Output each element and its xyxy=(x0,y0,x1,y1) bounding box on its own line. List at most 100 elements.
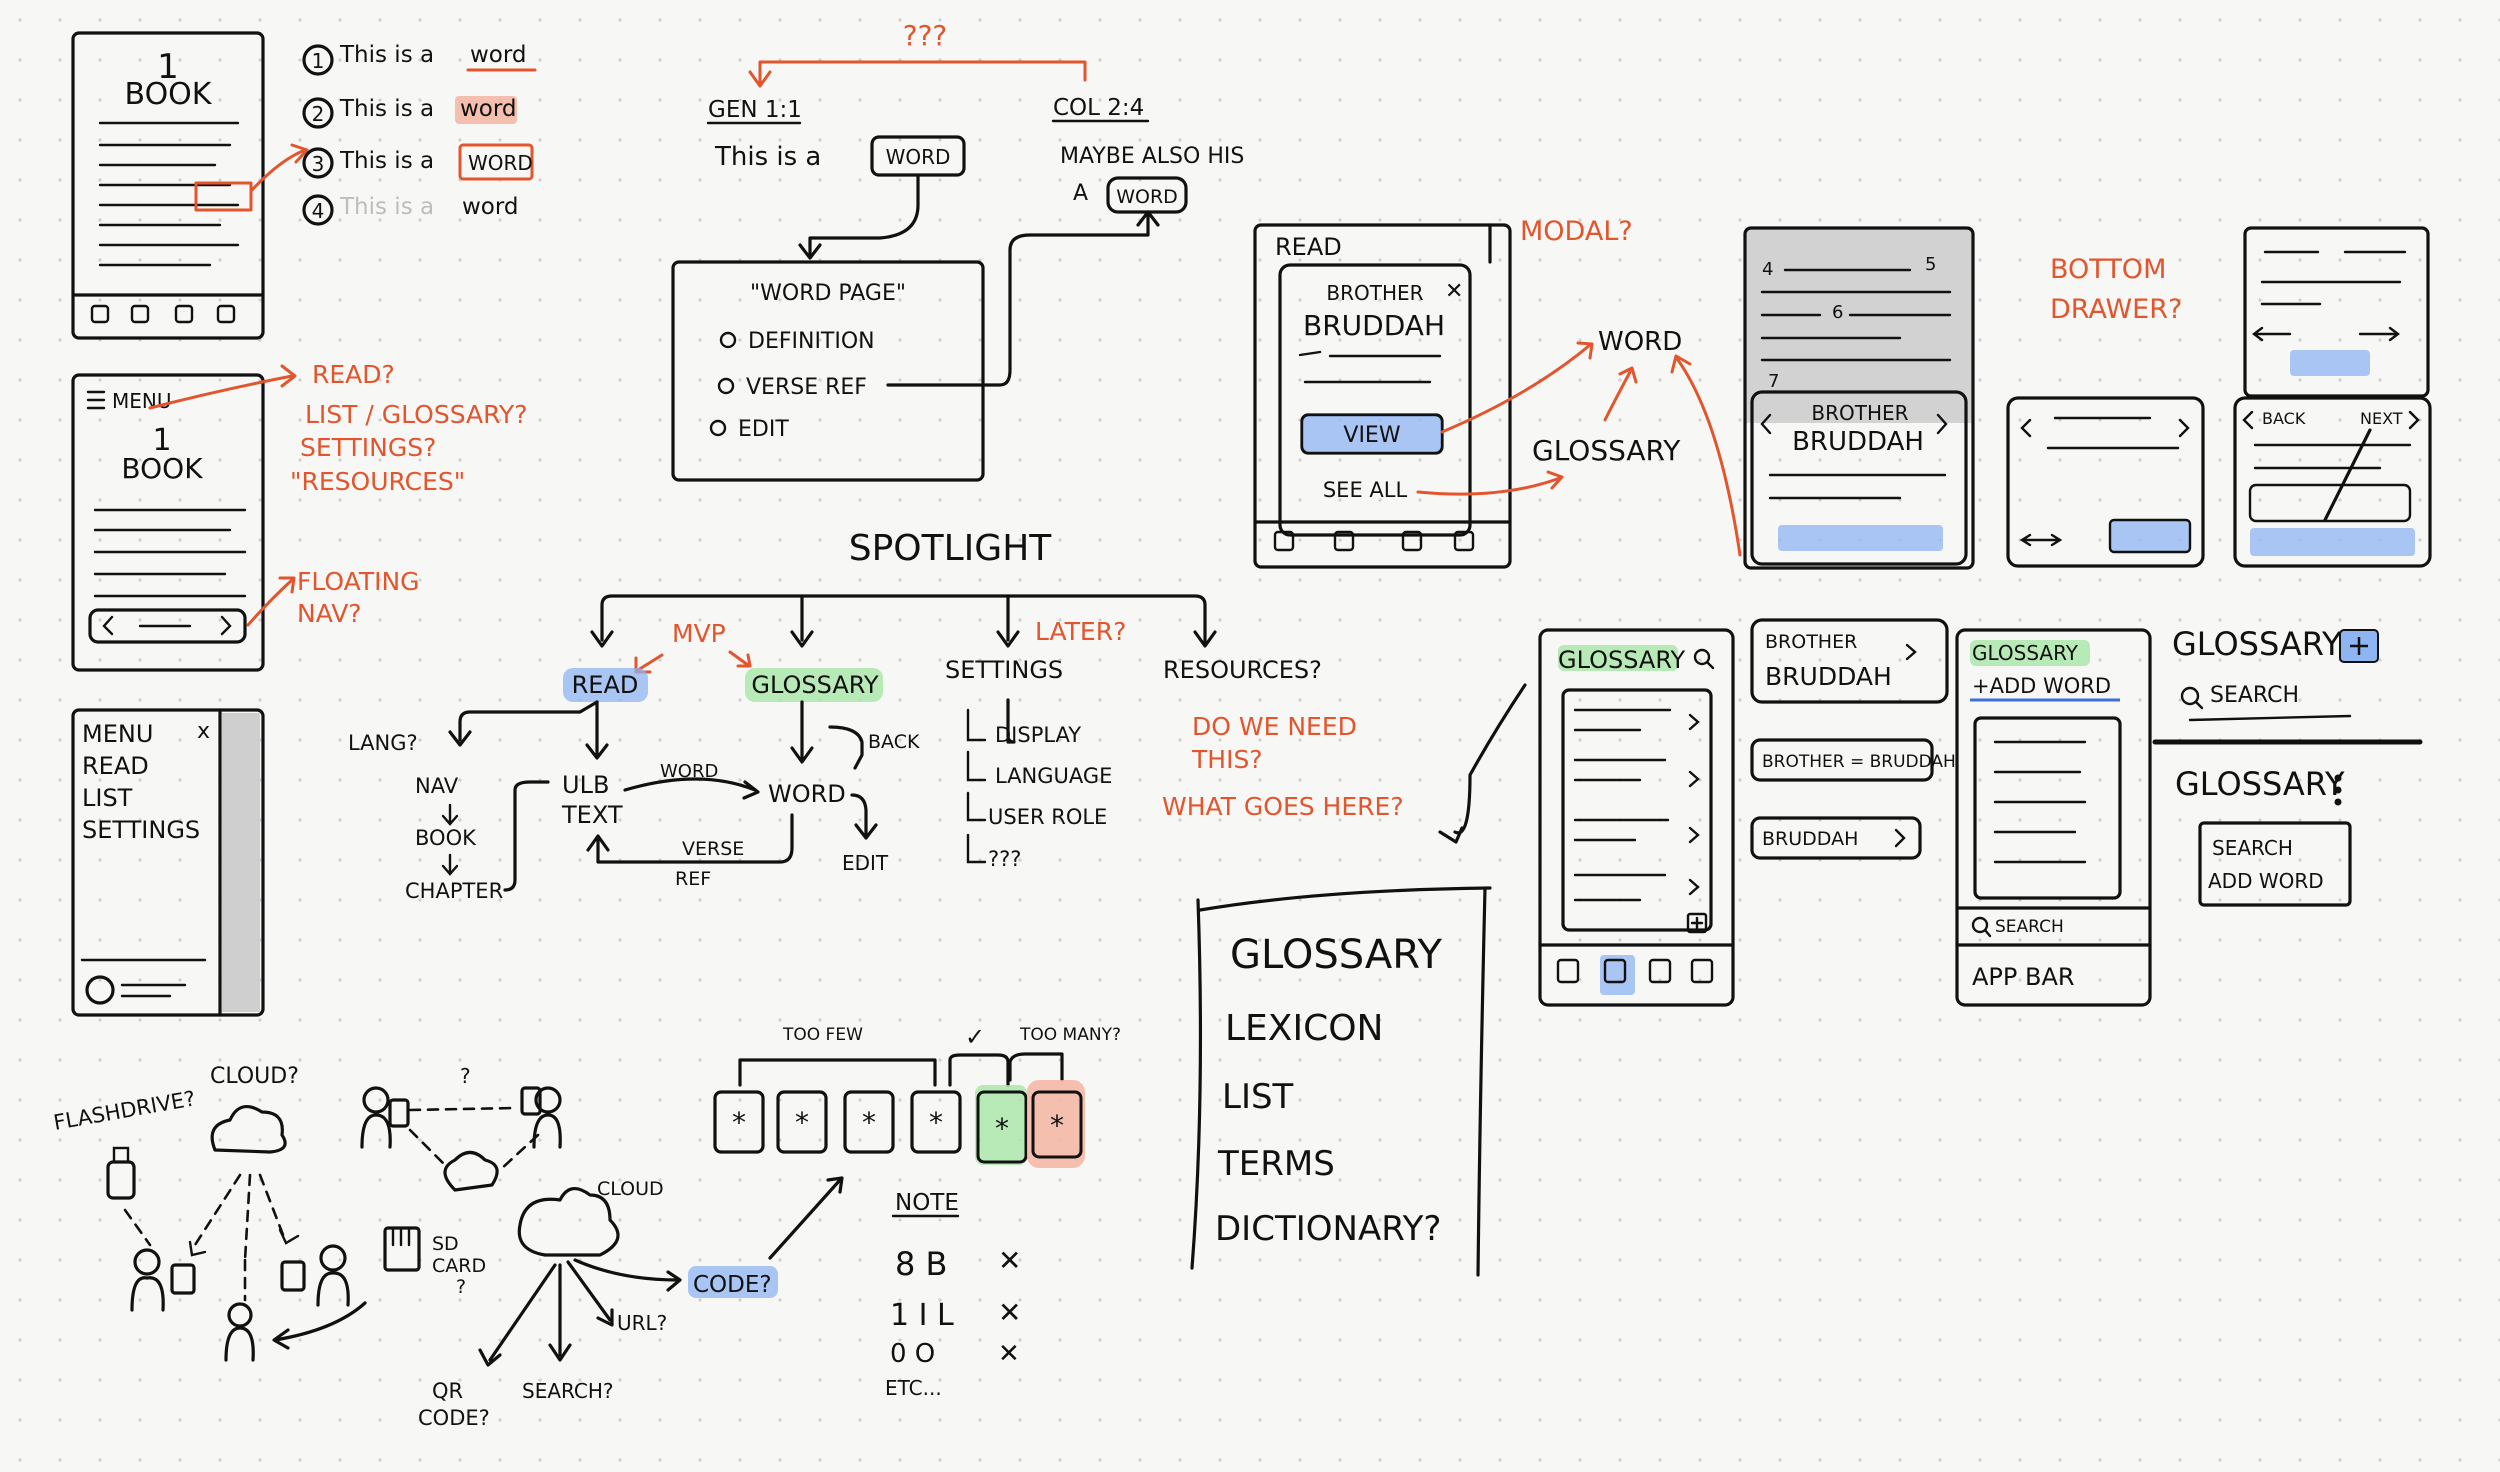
ulb-text: TEXT xyxy=(561,801,623,829)
settings-item: USER ROLE xyxy=(988,805,1107,829)
reference-sketch: ??? GEN 1:1 This is a WORD COL 2:4 MAYBE… xyxy=(671,19,1244,482)
ref-line2b: A xyxy=(1073,181,1088,206)
resources-question: THIS? xyxy=(1191,745,1263,774)
word-link-label: WORD xyxy=(660,761,718,782)
note-etc: ETC... xyxy=(885,1376,942,1400)
drawer-close-icon: x xyxy=(197,719,210,744)
menu-question: LIST / GLOSSARY? xyxy=(305,400,527,429)
drawer-verse-num: 7 xyxy=(1768,371,1779,392)
qr-label: QR xyxy=(432,1379,463,1403)
glossary-add-word: +ADD WORD xyxy=(1972,674,2111,698)
option-text: This is a xyxy=(339,96,434,122)
nav-chain: CHAPTER xyxy=(405,879,503,903)
book-phone-sketch: 1 BOOK xyxy=(71,31,309,340)
glossary-row-title: BRUDDAH xyxy=(1762,828,1858,850)
option-word-plain: word xyxy=(462,194,519,220)
nav-chain: NAV xyxy=(415,774,459,798)
ref-word2-boxed: WORD xyxy=(1116,186,1178,208)
flashdrive-label: FLASHDRIVE? xyxy=(52,1086,197,1135)
cloud-question: CLOUD? xyxy=(210,1064,299,1089)
glossary-phone2-title: GLOSSARY xyxy=(1972,641,2079,665)
branch-read: READ xyxy=(572,671,639,699)
settings-item: DISPLAY xyxy=(995,723,1081,747)
option-num: 3 xyxy=(312,152,325,176)
drawer-verse-num: 6 xyxy=(1832,302,1843,323)
menu-question: READ? xyxy=(312,360,395,389)
note-pair-chars: 1 I L xyxy=(890,1298,954,1333)
drawer-item: SETTINGS xyxy=(82,816,200,844)
ref-col: COL 2:4 xyxy=(1053,95,1144,121)
verse-ref: REF xyxy=(675,868,711,890)
check-mark: ✓ xyxy=(965,1023,985,1051)
word-page-option: DEFINITION xyxy=(748,329,875,354)
glossary-row-title: BROTHER xyxy=(1765,631,1857,653)
drawer-menu-sketch: MENU READ LIST SETTINGS x xyxy=(71,708,265,1017)
resources-question: WHAT GOES HERE? xyxy=(1162,792,1404,821)
later-label: LATER? xyxy=(1035,617,1126,646)
glossary-row-word: BRUDDAH xyxy=(1765,662,1892,691)
menu-questions: READ? LIST / GLOSSARY? SETTINGS? "RESOUR… xyxy=(290,360,527,628)
option-num: 4 xyxy=(312,199,325,223)
code-star: * xyxy=(862,1106,876,1139)
drawer-card-title: BROTHER xyxy=(1811,401,1908,425)
branch-resources: RESOURCES? xyxy=(1163,656,1322,684)
code-star: * xyxy=(1050,1109,1064,1142)
drawer-item: MENU xyxy=(82,720,153,748)
ref-line2: MAYBE ALSO HIS xyxy=(1060,144,1244,169)
word-style-options: 1 This is a word 2 This is a word 3 This… xyxy=(302,42,537,226)
code-label: CODE? xyxy=(693,1272,772,1298)
menu-phone-sketch: MENU 1 BOOK xyxy=(71,364,297,672)
option-num: 2 xyxy=(312,102,325,126)
note-pair-chars: 8 B xyxy=(895,1245,947,1283)
drawer-card-word: BRUDDAH xyxy=(1792,427,1924,457)
edit-label: EDIT xyxy=(842,851,889,875)
code-star: * xyxy=(795,1106,809,1139)
glossary-panel2-title: GLOSSARY xyxy=(2175,765,2345,803)
note-label: NOTE xyxy=(895,1190,959,1216)
sd-card-label: SD xyxy=(432,1233,459,1255)
option-word-highlight: word xyxy=(460,96,517,122)
option-text-faded: This is a xyxy=(339,194,434,220)
naming-option: TERMS xyxy=(1217,1144,1335,1184)
glossary-phone-title: GLOSSARY xyxy=(1558,646,1685,674)
code-star: * xyxy=(995,1112,1009,1145)
modal-close-icon: ✕ xyxy=(1445,279,1463,304)
code-star: * xyxy=(732,1106,746,1139)
ref-gen: GEN 1:1 xyxy=(708,97,802,123)
ulb-label: ULB xyxy=(562,771,609,799)
naming-option: GLOSSARY xyxy=(1230,932,1442,978)
word-page-option: VERSE REF xyxy=(746,375,867,400)
modal-card-title: BROTHER xyxy=(1326,281,1423,305)
option-text: This is a xyxy=(339,42,434,68)
book-title: BOOK xyxy=(125,77,213,112)
back-label: BACK xyxy=(868,731,920,753)
branch-glossary: GLOSSARY xyxy=(751,671,878,699)
naming-option: LIST xyxy=(1222,1077,1294,1117)
search-label: SEARCH? xyxy=(522,1379,614,1403)
ref-line: This is a xyxy=(714,142,821,172)
menu-label: MENU xyxy=(112,389,172,413)
nav-chain: BOOK xyxy=(415,826,477,850)
sd-card-label: ? xyxy=(456,1276,466,1298)
settings-item: LANGUAGE xyxy=(995,764,1112,788)
ref-word-boxed: WORD xyxy=(886,145,951,169)
glossary-row-title: BROTHER = BRUDDAH xyxy=(1762,752,1956,772)
drawer-item: READ xyxy=(82,752,149,780)
mvp-label: MVP xyxy=(672,619,726,648)
spotlight-title: SPOTLIGHT xyxy=(849,528,1053,569)
bottom-drawer-question: DRAWER? xyxy=(2050,294,2182,325)
lang-label: LANG? xyxy=(348,731,418,755)
modal-question: MODAL? xyxy=(1520,216,1633,247)
too-many-label: TOO MANY? xyxy=(1019,1025,1121,1045)
drawer-back-label: BACK xyxy=(2262,409,2306,428)
menu-book-title: BOOK xyxy=(121,452,203,485)
naming-option: DICTIONARY? xyxy=(1215,1209,1441,1249)
drawer-next-label: NEXT xyxy=(2360,409,2403,428)
sd-card-label: CARD xyxy=(432,1255,486,1277)
resources-question: DO WE NEED xyxy=(1192,712,1357,741)
cloud-label: CLOUD xyxy=(597,1178,664,1200)
note-pair-x: ✕ xyxy=(998,1244,1021,1277)
modal-view-button: VIEW xyxy=(1343,423,1400,448)
glossary-sketches: GLOSSARY BROTHER BRUDDAH BROTHER = BRUDD… xyxy=(1538,618,2423,1007)
